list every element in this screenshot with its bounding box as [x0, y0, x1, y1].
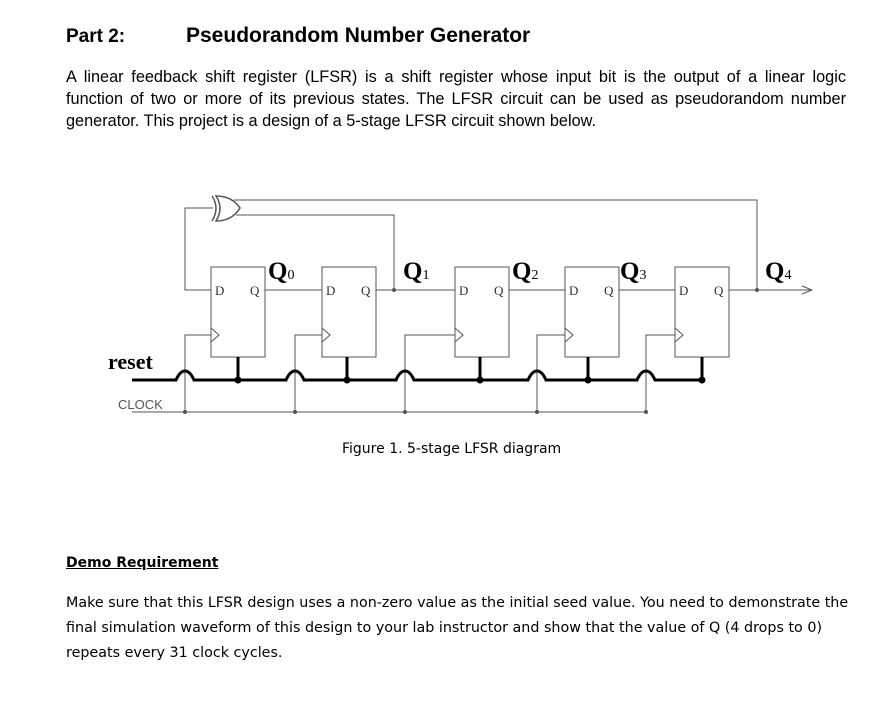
q-output-label-2: Q2 [512, 258, 538, 285]
clock-label: CLOCK [118, 397, 163, 412]
flip-flop-1 [321, 266, 377, 358]
ff-d-label: D [326, 283, 335, 298]
clock-triangle-icon [454, 327, 464, 343]
demo-heading: Demo Requirement [66, 555, 219, 571]
figure-caption: Figure 1. 5-stage LFSR diagram [342, 441, 562, 457]
flip-flop-2 [454, 266, 510, 358]
ff-d-label: D [459, 283, 468, 298]
intro-paragraph: A linear feedback shift register (LFSR) … [66, 68, 846, 130]
flip-flop-3 [564, 266, 620, 358]
ff-q-label: Q [714, 283, 724, 298]
ff-d-label: D [215, 283, 224, 298]
clock-wire [294, 334, 322, 412]
part-label: Part 2: [66, 26, 126, 47]
ff-q-label: Q [361, 283, 371, 298]
clock-wire [404, 334, 455, 412]
clock-wire [184, 334, 211, 412]
q-output-label-1: Q1 [403, 258, 429, 285]
ff-d-label: D [679, 283, 688, 298]
clock-triangle-icon [564, 327, 574, 343]
demo-paragraph: Make sure that this LFSR design uses a n… [66, 595, 849, 661]
q-output-label-0: Q0 [268, 258, 294, 285]
q-output-label-3: Q3 [620, 258, 646, 285]
xor-gate-icon [214, 195, 241, 222]
feedback-q1-wire [236, 214, 395, 290]
feedback-d0-wire [184, 207, 213, 291]
xor-gate-icon [211, 195, 217, 222]
flip-flop-4 [674, 266, 730, 358]
arrow-icon [801, 285, 814, 295]
ff-q-label: Q [604, 283, 614, 298]
q-output-label-4: Q4 [765, 258, 791, 285]
ff-d-label: D [569, 283, 578, 298]
clock-triangle-icon [674, 327, 684, 343]
section-title: Pseudorandom Number Generator [186, 24, 531, 47]
clock-wire [645, 334, 675, 412]
flip-flop-0 [210, 266, 266, 358]
ff-q-label: Q [494, 283, 504, 298]
clock-triangle-icon [321, 327, 331, 343]
reset-line [132, 369, 702, 382]
reset-label: reset [108, 349, 153, 374]
clock-triangle-icon [210, 327, 220, 343]
feedback-q4-wire [234, 199, 758, 290]
clock-wire [536, 334, 565, 412]
ff-q-label: Q [250, 283, 260, 298]
